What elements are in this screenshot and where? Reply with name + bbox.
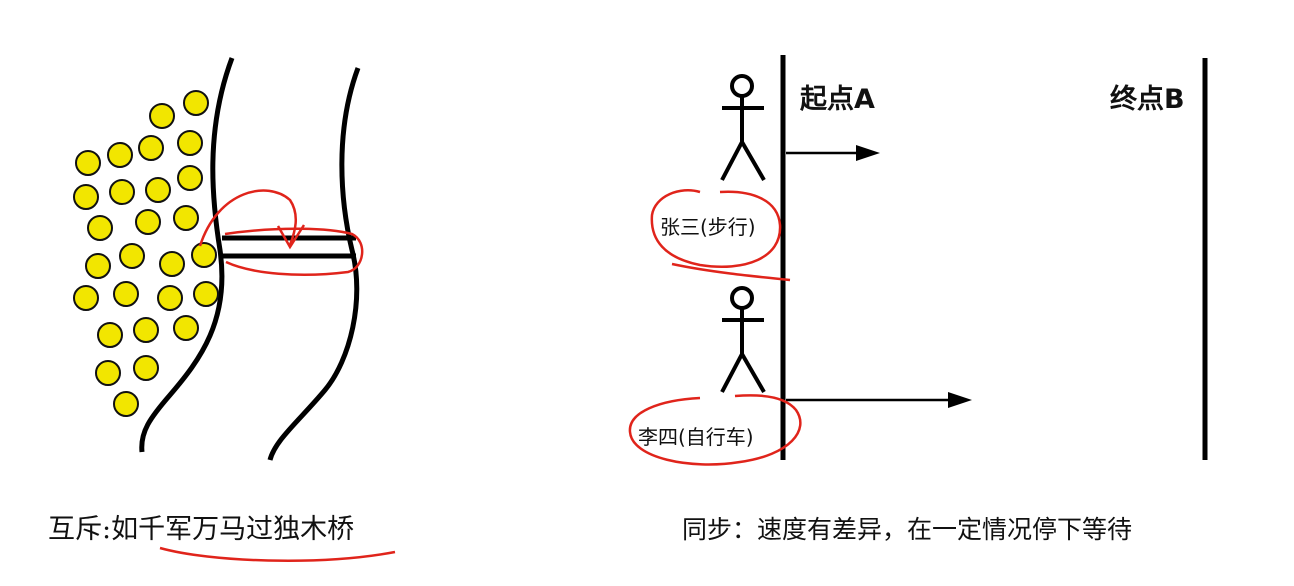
svg-text:互斥:如千军万马过独木桥: 互斥:如千军万马过独木桥 xyxy=(48,514,354,545)
crowd-ball xyxy=(133,317,159,343)
crowd-ball xyxy=(85,253,111,279)
annotation-zhangsan-underline xyxy=(671,262,791,282)
crowd-ball xyxy=(109,179,135,205)
crowd-ball xyxy=(183,90,209,116)
crowd-ball xyxy=(87,215,113,241)
crowd-ball xyxy=(113,391,139,417)
annotation-lisi-circle xyxy=(628,394,802,466)
caption-mutex-text: 如千军万马过独木桥 xyxy=(111,514,354,545)
mutex-diagram: 互斥:如千军万马过独木桥 xyxy=(48,57,396,562)
crowd-ball xyxy=(173,315,199,341)
river-bank-left xyxy=(139,57,235,453)
caption-mutex-prefix: 互斥: xyxy=(48,514,111,545)
crowd-ball xyxy=(119,243,145,269)
crowd-ball xyxy=(75,150,101,176)
crowd-ball xyxy=(191,242,217,268)
caption-sync: 同步：速度有差异，在一定情况停下等待 xyxy=(682,515,1132,544)
person-label-lisi: 李四(自行车) xyxy=(638,425,754,449)
end-label: 终点B xyxy=(1110,83,1185,115)
annotation-zhangsan-circle xyxy=(650,189,782,268)
annotation-arrowhead xyxy=(276,224,306,250)
annotation-bridge-loop xyxy=(224,227,364,276)
person-icon-zhangsan xyxy=(720,74,766,182)
crowd-ball xyxy=(173,205,199,231)
crowd-ball xyxy=(145,177,171,203)
arrow-walking xyxy=(786,145,880,161)
crowd-ball xyxy=(177,130,203,156)
crowd-ball xyxy=(135,209,161,235)
crowd-ball xyxy=(97,322,123,348)
crowd-ball xyxy=(133,355,159,381)
crowd-ball xyxy=(138,135,164,161)
start-label: 起点A xyxy=(800,84,875,115)
crowd-ball xyxy=(177,165,203,191)
crowd-group xyxy=(73,90,219,417)
crowd-ball xyxy=(107,142,133,168)
crowd-ball xyxy=(149,103,175,129)
crowd-ball xyxy=(113,281,139,307)
crowd-ball xyxy=(193,281,219,307)
river-bank-right xyxy=(267,67,361,461)
crowd-ball xyxy=(73,184,99,210)
crowd-ball xyxy=(159,251,185,277)
person-label-zhangsan: 张三(步行) xyxy=(660,215,756,239)
person-icon-lisi xyxy=(720,286,766,394)
arrow-bicycle xyxy=(786,392,972,408)
crowd-ball xyxy=(157,285,183,311)
crowd-ball xyxy=(95,360,121,386)
sync-diagram: 起点A 终点B 张三(步行) 李四(自行车) xyxy=(628,55,1208,544)
crowd-ball xyxy=(73,285,99,311)
annotation-caption-underline xyxy=(159,546,396,562)
